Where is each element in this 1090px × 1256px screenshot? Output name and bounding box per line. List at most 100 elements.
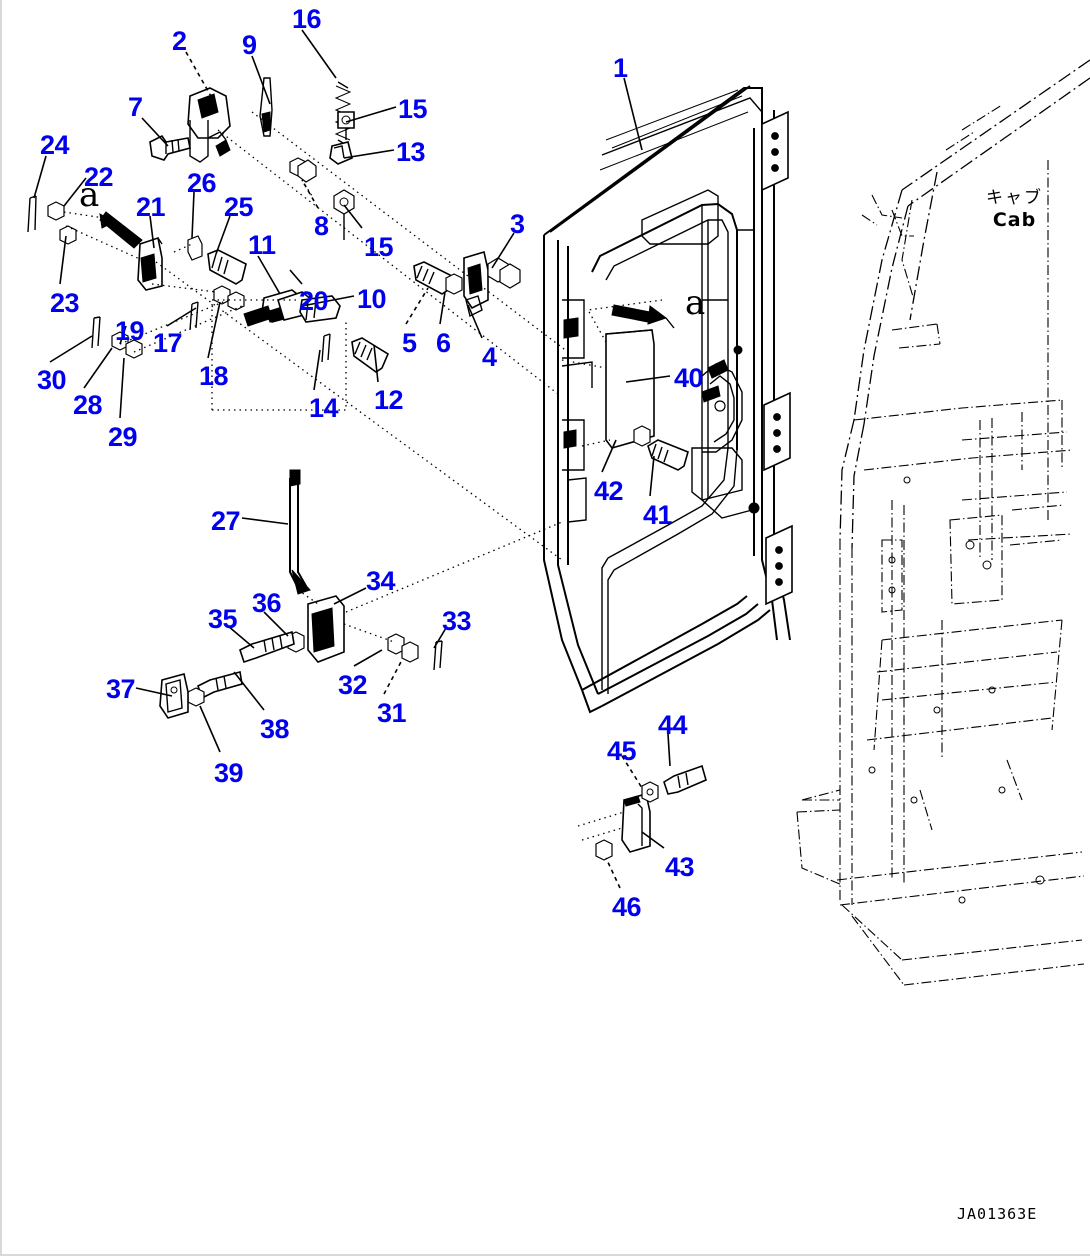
leader-3 [491,232,515,269]
callout-9: 9 [242,30,257,60]
cab-frame-phantom [796,59,1090,986]
leader-1 [623,77,643,151]
callout-1: 1 [613,53,628,83]
leader-19 [119,325,127,345]
leader-5 [405,287,429,325]
callout-45: 45 [607,736,637,766]
cab-label: キャブ Cab [967,188,1062,231]
callout-6: 6 [436,328,451,358]
callout-17: 17 [153,328,183,358]
callout-35: 35 [208,604,238,634]
callout-15b: 15 [364,232,394,262]
callout-44: 44 [658,710,688,740]
leader-27 [241,517,289,525]
leader-13 [343,149,395,159]
callout-37: 37 [106,674,136,704]
callout-5: 5 [402,328,417,358]
leader-8 [301,179,319,209]
callout-26: 26 [187,168,217,198]
leader-46 [605,857,621,889]
leader-9 [251,55,271,105]
callout-25: 25 [224,192,254,222]
callout-28: 28 [73,390,103,420]
callout-41: 41 [643,500,673,530]
leader-18 [207,301,221,359]
section-mark-a-left: a [79,175,100,215]
callout-8: 8 [314,211,329,241]
leader-25 [215,215,231,255]
leader-17 [166,307,197,327]
callout-10: 10 [357,284,387,314]
cab-label-english: Cab [992,209,1037,231]
leader-11 [257,255,281,295]
leader-32 [353,649,383,667]
leader-21 [149,215,155,249]
leader-20 [289,269,303,285]
leader-40 [625,375,671,383]
leader-31 [383,659,403,695]
callout-7: 7 [128,92,143,122]
leader-12 [373,344,379,383]
callout-29: 29 [108,422,138,452]
callout-46: 46 [612,892,642,922]
exploded-hardware-parts [27,77,521,373]
leader-4 [467,304,483,339]
callout-24: 24 [40,130,70,160]
callout-4: 4 [482,342,497,372]
callout-42: 42 [594,476,624,506]
callout-32: 32 [338,670,368,700]
callout-20: 20 [299,286,329,316]
cab-label-japanese: キャブ [986,188,1043,208]
drawing-code: JA01363E [957,1205,1038,1223]
leader-26 [191,191,195,239]
leader-10 [301,295,355,307]
callout-34: 34 [366,566,396,596]
callout-40: 40 [674,363,704,393]
callout-33: 33 [442,606,472,636]
section-arrow-a-door [611,304,675,329]
callout-43: 43 [665,852,695,882]
leader-36 [263,611,289,637]
leader-29 [119,357,125,419]
leader-42 [601,439,617,473]
callout-22: 22 [84,162,114,192]
leader-30 [49,335,93,363]
leader-35 [227,625,255,649]
leader-34 [333,587,367,605]
leader-15 [345,106,397,123]
leader-6 [439,291,446,325]
callout-39: 39 [214,758,244,788]
leader-14 [313,349,321,391]
callout-38: 38 [260,714,290,744]
callout-19: 19 [115,316,145,346]
callout-14: 14 [309,393,339,423]
rod-and-lower-hinge-parts [159,469,443,719]
section-mark-a-door: a [685,283,706,323]
callout-13: 13 [396,137,426,167]
lower-bracket-parts [577,764,707,861]
callout-15: 15 [398,94,428,124]
callout-30: 30 [37,365,67,395]
leader-45 [621,755,643,789]
leader-28 [83,347,113,389]
callout-16: 16 [292,4,322,34]
callout-18: 18 [199,361,229,391]
leader-15b [343,204,363,229]
leader-22 [63,177,87,207]
leader-39 [199,705,221,753]
assembly-centerlines [63,111,663,643]
callout-11: 11 [248,230,276,260]
leader-44 [667,733,671,767]
callout-21: 21 [136,192,166,222]
callout-3: 3 [510,209,525,239]
leader-37 [135,687,173,697]
callout-leader-lines [33,29,671,889]
leader-2 [185,51,213,99]
callout-2: 2 [172,26,187,56]
leader-7 [141,117,169,147]
door-assembly-item-1 [543,85,793,714]
callout-31: 31 [377,698,407,728]
leader-38 [233,671,265,711]
